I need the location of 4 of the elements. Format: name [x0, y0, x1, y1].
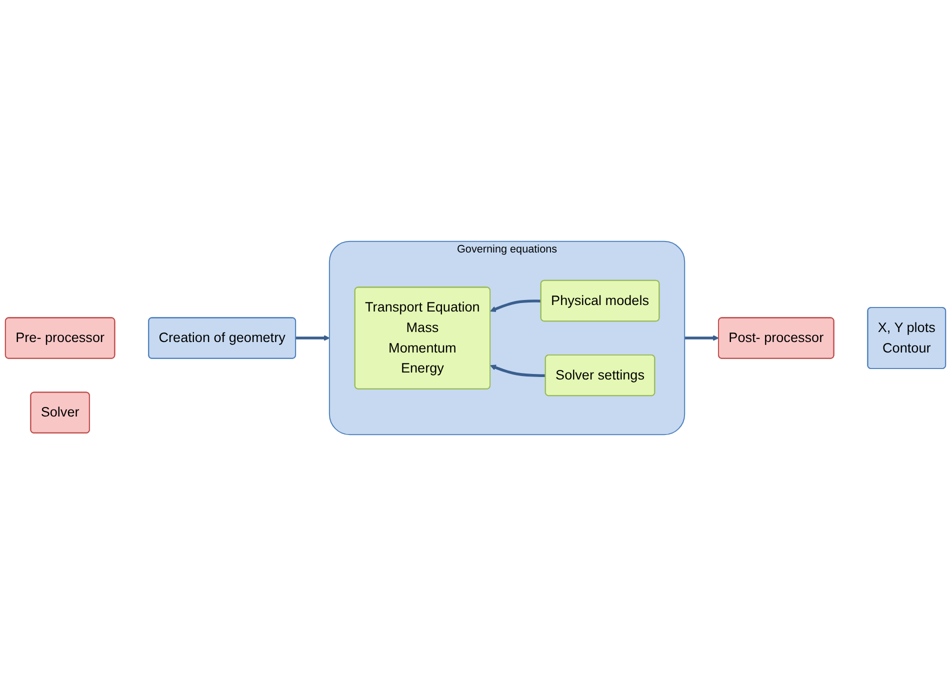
arrow	[490, 300, 542, 312]
arrow	[684, 336, 719, 342]
arrow	[490, 365, 546, 378]
arrow	[296, 336, 330, 342]
